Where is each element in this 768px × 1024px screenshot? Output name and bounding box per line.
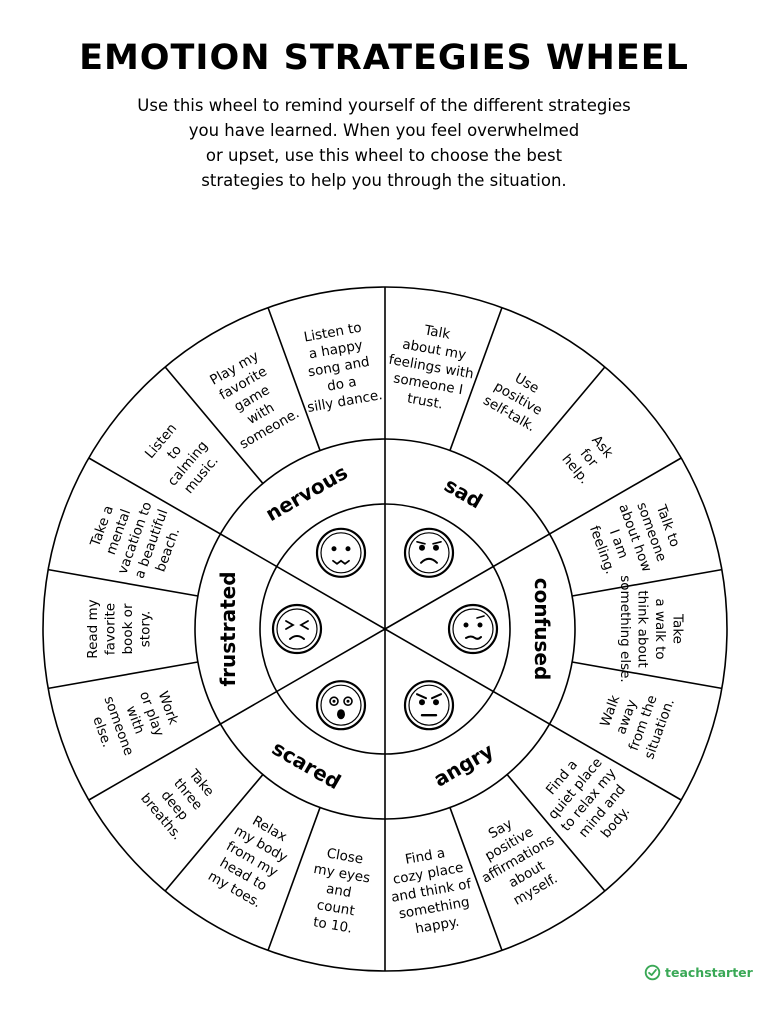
strategy-line: to 10.: [312, 914, 354, 937]
strategy-text: Workor playwithsomeoneelse.: [84, 676, 186, 764]
intro-line: you have learned. When you feel overwhel…: [188, 121, 580, 140]
strategy-line: Close: [325, 845, 364, 867]
strategy-line: a walk to: [652, 598, 668, 659]
strategy-line: book or: [120, 603, 136, 654]
sad-face-icon: [403, 527, 455, 578]
emotion-label-sad: sad: [440, 473, 486, 514]
strategy-text: Usepositiveself-talk.: [480, 362, 555, 435]
strategy-text: Saypositiveaffirmationsaboutmyself.: [461, 802, 574, 917]
cell-divider: [571, 568, 722, 597]
intro-line: strategies to help you through the situa…: [201, 171, 567, 190]
strategy-line: count: [316, 897, 356, 919]
cell-divider: [267, 807, 321, 951]
strategy-text: Takea walk tothink aboutsomething else.: [617, 575, 686, 682]
sector-divider: [384, 457, 682, 630]
strategy-line: Read my: [85, 599, 101, 658]
emotion-label-confused: confused: [530, 578, 554, 681]
strategy-text: Listentocalmingmusic.: [138, 416, 225, 501]
scared-face-icon: [315, 680, 367, 731]
strategy-line: Take: [669, 613, 685, 644]
intro-line: or upset, use this wheel to choose the b…: [205, 146, 563, 165]
sector-divider: [384, 628, 682, 801]
strategy-line: happy.: [414, 914, 460, 937]
cell-divider: [164, 366, 264, 484]
strategy-text: Closemy eyesandcountto 10.: [303, 844, 374, 939]
strategy-text: Find acozy placeand think ofsomethinghap…: [384, 841, 480, 940]
angry-face-icon: [403, 680, 455, 731]
strategy-text: Talk tosomeoneabout howI amfeeling.: [582, 490, 687, 586]
intro-line: Use this wheel to remind yourself of the…: [137, 96, 631, 115]
frustrated-face-icon: [271, 603, 323, 655]
strategy-line: story.: [137, 611, 153, 648]
strategy-line: think about: [634, 590, 650, 667]
strategy-text: Takethreedeepbreaths.: [137, 757, 225, 844]
emotion-label-nervous: nervous: [261, 460, 351, 526]
cell-divider: [48, 661, 199, 690]
cell-divider: [48, 568, 199, 597]
cell-divider: [449, 307, 503, 451]
confused-face-icon: [447, 603, 499, 655]
cell-divider: [267, 307, 321, 451]
nervous-face-icon: [315, 527, 367, 578]
cell-divider: [571, 661, 722, 690]
strategy-text: Walkawayfrom thesituation.: [592, 679, 678, 762]
strategy-line: and: [325, 881, 353, 901]
cell-divider: [506, 774, 606, 892]
cell-divider: [449, 807, 503, 951]
teachstarter-logo-icon: [644, 964, 661, 980]
sector-divider: [88, 628, 386, 801]
cell-divider: [164, 774, 264, 892]
strategy-text: Relaxmy bodyfrom myhead tomy toes.: [205, 807, 299, 911]
strategy-text: Find aquiet placeto relax mymind andbody…: [531, 743, 646, 857]
strategy-text: Play myfavoritegamewithsomeone.: [202, 345, 302, 453]
strategy-line: do a: [326, 374, 358, 395]
strategy-line: something else.: [617, 575, 633, 682]
page-title: EMOTION STRATEGIES WHEEL: [79, 38, 689, 78]
emotion-label-angry: angry: [429, 738, 497, 791]
strategy-line: favorite: [102, 603, 118, 655]
brand-name: teachstarter: [665, 964, 753, 980]
emotion-label-frustrated: frustrated: [216, 571, 240, 686]
strategy-line: trust.: [406, 391, 444, 413]
strategy-line: Find a: [404, 845, 446, 868]
strategy-text: Talkabout myfeelings withsomeone Itrust.: [381, 317, 481, 417]
emotion-label-scared: scared: [268, 736, 345, 794]
sector-divider: [88, 457, 386, 630]
teachstarter-logo: teachstarter: [644, 962, 753, 982]
cell-divider: [506, 366, 606, 484]
strategy-text: Askforhelp.: [558, 429, 619, 487]
strategy-text: Take amentalvacation toa beautifulbeach.: [82, 488, 189, 589]
intro-text: Use this wheel to remind yourself of the…: [84, 93, 684, 193]
strategy-line: Talk: [422, 322, 451, 342]
strategy-text: Listen toa happysong anddo asilly dance.: [294, 318, 384, 416]
